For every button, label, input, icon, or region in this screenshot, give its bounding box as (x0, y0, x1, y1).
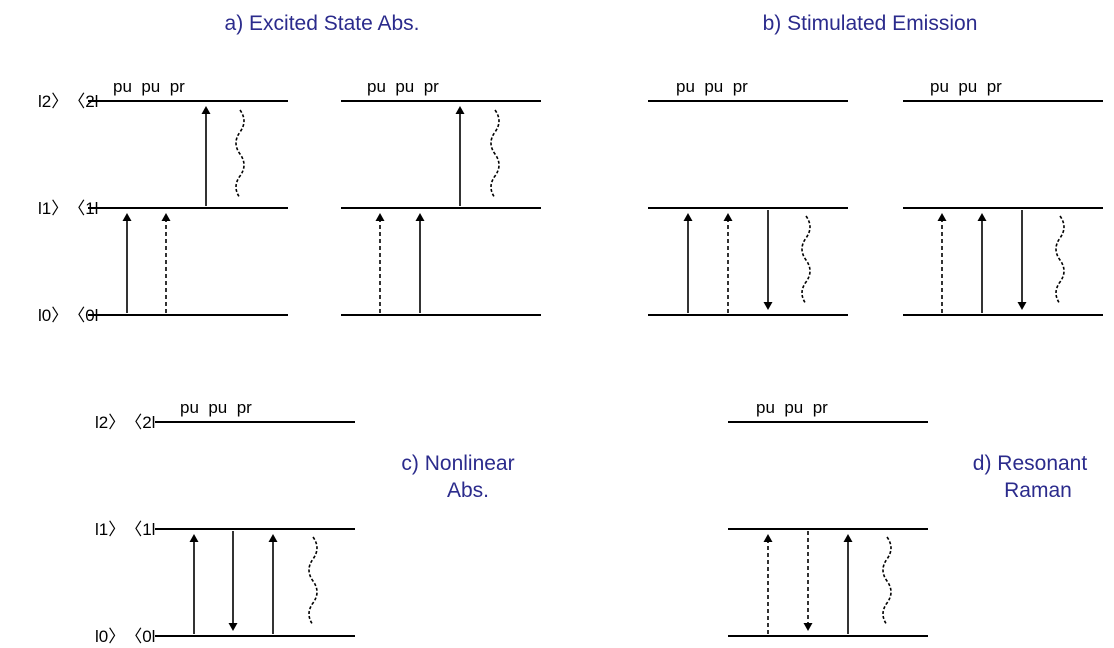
panel-b1 (648, 100, 848, 316)
transitions-c (189, 531, 318, 634)
state-label-1-bottom: l1〉〈1l (95, 520, 155, 539)
panel-c (155, 421, 355, 637)
pulse-labels-b2: pu pu pr (930, 77, 1002, 96)
title-c-line2: Abs. (447, 479, 489, 502)
pulse-labels-b1: pu pu pr (676, 77, 748, 96)
pulse-labels-a2: pu pu pr (367, 77, 439, 96)
transitions-b2 (937, 210, 1065, 313)
title-d-line2: Raman (1004, 479, 1072, 502)
title-c-line1: c) Nonlinear (401, 452, 514, 475)
title-b: b) Stimulated Emission (763, 12, 978, 35)
panel-a1 (88, 100, 288, 316)
title-a: a) Excited State Abs. (225, 12, 420, 35)
pulse-labels-c: pu pu pr (180, 398, 252, 417)
title-d-line1: d) Resonant (973, 452, 1088, 475)
transitions-d (763, 531, 892, 634)
panel-b2 (903, 100, 1103, 316)
state-label-1-top: l1〉〈1l (38, 199, 98, 218)
pulse-labels-a1: pu pu pr (113, 77, 185, 96)
transitions-a2 (375, 106, 500, 313)
panel-a2 (341, 100, 541, 316)
transitions-a1 (122, 106, 245, 313)
state-label-2-bottom: l2〉〈2l (95, 413, 155, 432)
state-label-2-top: l2〉〈2l (38, 92, 98, 111)
panel-d (728, 421, 928, 637)
pulse-labels-d: pu pu pr (756, 398, 828, 417)
state-label-0-top: l0〉〈0l (38, 306, 98, 325)
state-label-0-bottom: l0〉〈0l (95, 627, 155, 646)
transitions-b1 (683, 210, 811, 313)
